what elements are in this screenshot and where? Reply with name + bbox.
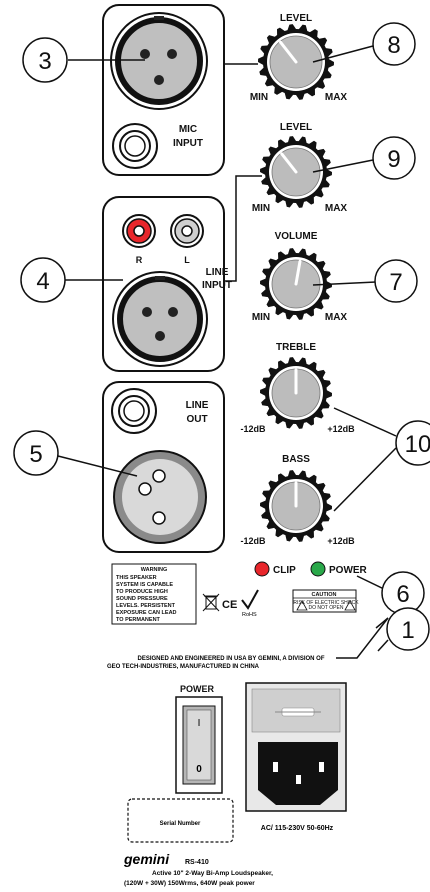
callout-10: 10 <box>395 420 430 466</box>
treble-min: -12dB <box>240 424 266 434</box>
callout-4: 4 <box>20 257 66 303</box>
clip-led <box>254 561 270 577</box>
bass-min: -12dB <box>240 536 266 546</box>
volume-max: MAX <box>325 312 348 323</box>
volume-knob <box>260 248 332 320</box>
svg-text:9: 9 <box>387 146 400 173</box>
power-switch: I 0 <box>175 696 223 794</box>
svg-text:EXPOSURE CAN LEAD: EXPOSURE CAN LEAD <box>116 610 177 616</box>
rear-panel-corner <box>336 617 389 659</box>
rca-left-label: L <box>184 255 190 265</box>
bass-knob <box>260 470 332 542</box>
treble-max: +12dB <box>327 424 355 434</box>
designed-line-2: GEO TECH-INDUSTRIES, MANUFACTURED IN CHI… <box>107 664 260 670</box>
line-level-max: MAX <box>325 203 348 214</box>
svg-text:CAUTION: CAUTION <box>311 592 336 598</box>
mic-level-max: MAX <box>325 92 348 103</box>
designed-line-1: DESIGNED AND ENGINEERED IN USA BY GEMINI… <box>137 656 324 662</box>
ac-rating-label: AC/ 115-230V 50-60Hz <box>261 825 334 832</box>
treble-knob <box>260 357 332 429</box>
power-led <box>310 561 326 577</box>
attention-icon <box>344 600 356 611</box>
svg-text:4: 4 <box>36 268 49 295</box>
weee-bin-icon <box>202 593 220 612</box>
product-desc-2: (120W + 30W) 150Wrms, 640W peak power <box>124 880 255 887</box>
line-level-knob <box>260 136 332 208</box>
power-switch-label: POWER <box>180 684 215 694</box>
line-out-jack <box>111 388 157 434</box>
callout-6: 6 <box>381 571 425 615</box>
rohs-check-icon <box>241 589 259 610</box>
mic-level-min: MIN <box>250 92 268 103</box>
line-level-min: MIN <box>252 203 270 214</box>
svg-text:6: 6 <box>396 581 409 608</box>
svg-text:5: 5 <box>29 441 42 468</box>
line-input-label-2: INPUT <box>202 280 232 291</box>
ce-mark: CE <box>222 599 237 611</box>
callout-3: 3 <box>22 37 68 83</box>
svg-text:1: 1 <box>401 617 414 644</box>
mic-level-title: LEVEL <box>280 13 312 24</box>
power-led-label: POWER <box>329 565 368 576</box>
callout-9: 9 <box>372 136 416 180</box>
rohs-label: RoHS <box>242 612 257 618</box>
knob-pointer <box>280 152 298 174</box>
svg-text:10: 10 <box>405 431 430 458</box>
bass-title: BASS <box>282 454 310 465</box>
knob-pointer <box>294 259 302 286</box>
svg-text:SOUND PRESSURE: SOUND PRESSURE <box>116 596 168 602</box>
callout-7: 7 <box>374 259 418 303</box>
line-out-label: LINE <box>186 400 209 411</box>
svg-text:WARNING: WARNING <box>141 567 168 573</box>
mic-input-label-2: INPUT <box>173 138 203 149</box>
warning-label: WARNING THIS SPEAKER SYSTEM IS CAPABLE T… <box>111 563 197 625</box>
callout-8: 8 <box>372 22 416 66</box>
line-out-xlr-connector <box>113 450 207 544</box>
mic-input-label: MIC <box>179 124 197 135</box>
brand-logo: gemini <box>123 851 170 867</box>
shock-warning-icon <box>296 600 308 611</box>
ac-inlet-fuse-holder <box>245 682 347 812</box>
svg-text:RISK OF ELECTRIC SHOCK: RISK OF ELECTRIC SHOCK <box>293 600 359 606</box>
svg-text:7: 7 <box>389 269 402 296</box>
knob-pointer <box>279 40 298 64</box>
line-input-label: LINE <box>206 267 229 278</box>
svg-text:8: 8 <box>387 32 400 59</box>
rca-right-jack <box>122 214 156 248</box>
svg-text:THIS SPEAKER: THIS SPEAKER <box>116 575 157 581</box>
line-xlr-connector <box>112 271 208 367</box>
bass-max: +12dB <box>327 536 355 546</box>
svg-text:TO PRODUCE HIGH: TO PRODUCE HIGH <box>116 589 168 595</box>
iec-socket-icon <box>258 742 338 805</box>
callout-leaders <box>57 45 397 652</box>
svg-text:3: 3 <box>38 48 51 75</box>
svg-text:DO NOT OPEN: DO NOT OPEN <box>309 605 344 611</box>
product-desc-1: Active 10" 2-Way Bi-Amp Loudspeaker, <box>152 870 273 877</box>
mic-level-knob <box>258 24 334 100</box>
volume-title: VOLUME <box>275 231 318 242</box>
svg-text:TO PERMANENT: TO PERMANENT <box>116 617 161 623</box>
svg-text:Serial Number: Serial Number <box>160 821 201 827</box>
svg-text:SYSTEM IS CAPABLE: SYSTEM IS CAPABLE <box>116 582 173 588</box>
mic-xlr-connector <box>110 12 208 110</box>
line-level-title: LEVEL <box>280 122 312 133</box>
treble-title: TREBLE <box>276 342 316 353</box>
callout-1: 1 <box>386 607 430 651</box>
mic-jack <box>112 123 158 169</box>
model-number: RS-410 <box>185 859 209 866</box>
rca-left-jack <box>170 214 204 248</box>
svg-text:I: I <box>198 718 201 729</box>
volume-min: MIN <box>252 312 270 323</box>
svg-text:0: 0 <box>196 764 202 775</box>
rca-right-label: R <box>136 255 143 265</box>
callout-5: 5 <box>13 430 59 476</box>
caution-label: CAUTION RISK OF ELECTRIC SHOCK DO NOT OP… <box>292 589 359 613</box>
svg-text:LEVELS. PERSISTENT: LEVELS. PERSISTENT <box>116 603 176 609</box>
serial-number-box: Serial Number <box>127 798 234 843</box>
clip-label: CLIP <box>273 565 296 576</box>
line-out-label-2: OUT <box>186 414 207 425</box>
